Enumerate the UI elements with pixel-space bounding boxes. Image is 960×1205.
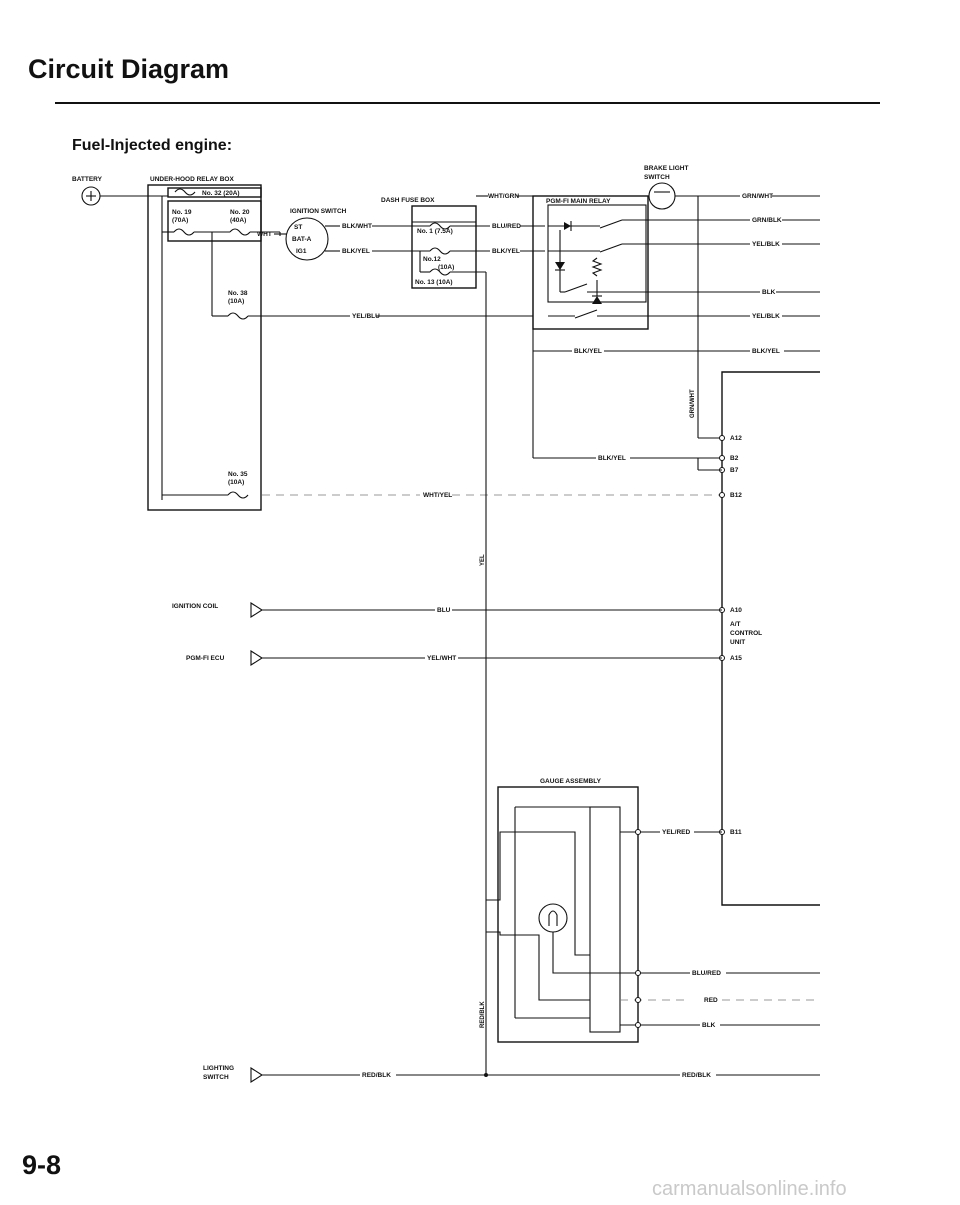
relay-box-outline	[147, 184, 262, 511]
wire-blu: BLU	[437, 607, 451, 614]
fuse-20-symbol	[229, 228, 251, 236]
at-control-unit-outline	[721, 371, 820, 906]
at-control-label-2: CONTROL	[730, 630, 762, 637]
brake-switch-label-2: SWITCH	[644, 174, 670, 181]
pgm-fi-ecu-label: PGM-FI ECU	[186, 655, 225, 662]
terminal-a10: A10	[730, 607, 742, 614]
wire-wht-grn: WHT/GRN	[488, 193, 519, 200]
battery-label: BATTERY	[72, 176, 103, 183]
wire-yel-blk-1: YEL/BLK	[752, 241, 780, 248]
fuse-20-label: No. 20	[230, 209, 250, 216]
wire-yel-vert: YEL	[480, 554, 486, 566]
wire-wht: WHT	[257, 231, 272, 238]
main-relay-outline	[532, 195, 649, 330]
wire-red-blk-2: RED/BLK	[682, 1072, 711, 1079]
ignition-switch-symbol	[285, 217, 329, 261]
fuse-20-rating: (40A)	[230, 217, 246, 224]
footer-watermark[interactable]: carmanualsonline.info	[652, 1178, 847, 1200]
brake-switch-label-1: BRAKE LIGHT	[644, 165, 688, 172]
at-control-label-1: A/T	[730, 621, 741, 628]
lighting-switch-label-2: SWITCH	[203, 1074, 229, 1081]
battery-symbol	[81, 186, 101, 206]
dash-fuse-box-outline	[411, 205, 477, 289]
fuse-38-rating: (10A)	[228, 298, 244, 305]
at-control-label-3: UNIT	[730, 639, 745, 646]
fuse-19-symbol	[173, 228, 195, 236]
wire-wht-yel: WHT/YEL	[423, 492, 452, 499]
terminal-b7: B7	[730, 467, 739, 474]
fuse-1-label: No. 1 (7.5A)	[417, 228, 453, 235]
wire-blk-yel-ign: BLK/YEL	[342, 248, 370, 255]
page-number: 9-8	[22, 1150, 62, 1180]
fuse-32-box	[167, 187, 262, 198]
fuse-12-rating: (10A)	[438, 264, 454, 271]
title-rule	[55, 102, 880, 104]
ignition-switch-label: IGNITION SWITCH	[290, 208, 347, 215]
fuse-13-symbol	[429, 268, 451, 276]
wire-yel-blu: YEL/BLU	[352, 313, 380, 320]
wire-yel-red: YEL/RED	[662, 829, 690, 836]
dash-fuse-box-label: DASH FUSE BOX	[381, 197, 435, 204]
wire-blk-yel-right: BLK/YEL	[752, 348, 780, 355]
ignition-coil-label: IGNITION COIL	[172, 603, 218, 610]
terminal-a12: A12	[730, 435, 742, 442]
section-heading: Fuel-Injected engine:	[72, 137, 233, 154]
pgm-fi-ecu-arrow	[250, 649, 264, 667]
main-relay-label: PGM-FI MAIN RELAY	[546, 198, 611, 205]
ign-bat-a-terminal: BAT-A	[292, 236, 312, 243]
wire-blk-right: BLK	[762, 289, 776, 296]
relay-box-label: UNDER-HOOD RELAY BOX	[150, 176, 234, 183]
fuse-35-rating: (10A)	[228, 479, 244, 486]
fuse-38-symbol	[227, 312, 249, 320]
fuse-32-label: No. 32 (20A)	[202, 190, 240, 197]
wire-grn-wht: GRN/WHT	[742, 193, 773, 200]
fuse-32-symbol	[174, 188, 196, 196]
gauge-meter-body	[589, 806, 621, 1033]
ign-ig1-terminal: IG1	[296, 248, 307, 255]
fuse-13-label: No. 13 (10A)	[415, 279, 453, 286]
wire-blk-yel-mid: BLK/YEL	[574, 348, 602, 355]
relay-resistor	[591, 257, 603, 277]
wire-blu-red-low: BLU/RED	[692, 970, 721, 977]
wire-red-blk-vert: RED/BLK	[480, 1001, 486, 1028]
lighting-switch-label-1: LIGHTING	[203, 1065, 234, 1072]
fuse-35-symbol	[227, 491, 249, 499]
ignition-coil-arrow	[250, 601, 264, 619]
terminal-b2: B2	[730, 455, 739, 462]
lighting-switch-arrow	[250, 1066, 264, 1084]
wire-blk-wht: BLK/WHT	[342, 223, 372, 230]
fuse-38-label: No. 38	[228, 290, 248, 297]
wire-blk-yel-low: BLK/YEL	[598, 455, 626, 462]
fuse-19-20-box	[167, 200, 262, 242]
terminal-a15: A15	[730, 655, 742, 662]
brake-switch-symbol	[648, 182, 676, 210]
wire-red-blk-1: RED/BLK	[362, 1072, 391, 1079]
wire-grn-blk: GRN/BLK	[752, 217, 782, 224]
fuse-12-symbol	[429, 247, 451, 255]
relay-diode-3	[592, 296, 602, 304]
wire-yel-wht: YEL/WHT	[427, 655, 456, 662]
terminal-b11: B11	[730, 829, 742, 836]
wire-blu-red-top: BLU/RED	[492, 223, 521, 230]
fuse-19-rating: (70A)	[172, 217, 188, 224]
fuse-12-label: No.12	[423, 256, 441, 263]
wire-yel-blk-2: YEL/BLK	[752, 313, 780, 320]
page-title: Circuit Diagram	[28, 54, 230, 84]
gauge-assembly-label: GAUGE ASSEMBLY	[540, 778, 602, 785]
fuse-19-label: No. 19	[172, 209, 192, 216]
gauge-indicator-bulb	[538, 903, 568, 933]
terminal-b12: B12	[730, 492, 742, 499]
fuse-1-symbol	[429, 222, 451, 230]
fuse-35-label: No. 35	[228, 471, 248, 478]
gauge-assembly-outline	[497, 786, 639, 1043]
wire-red: RED	[704, 997, 718, 1004]
wire-grn-wht-vert: GRN/WHT	[690, 389, 696, 418]
wire-blk-yel-top: BLK/YEL	[492, 248, 520, 255]
ign-st-terminal: ST	[294, 224, 302, 231]
wire-blk-low: BLK	[702, 1022, 716, 1029]
